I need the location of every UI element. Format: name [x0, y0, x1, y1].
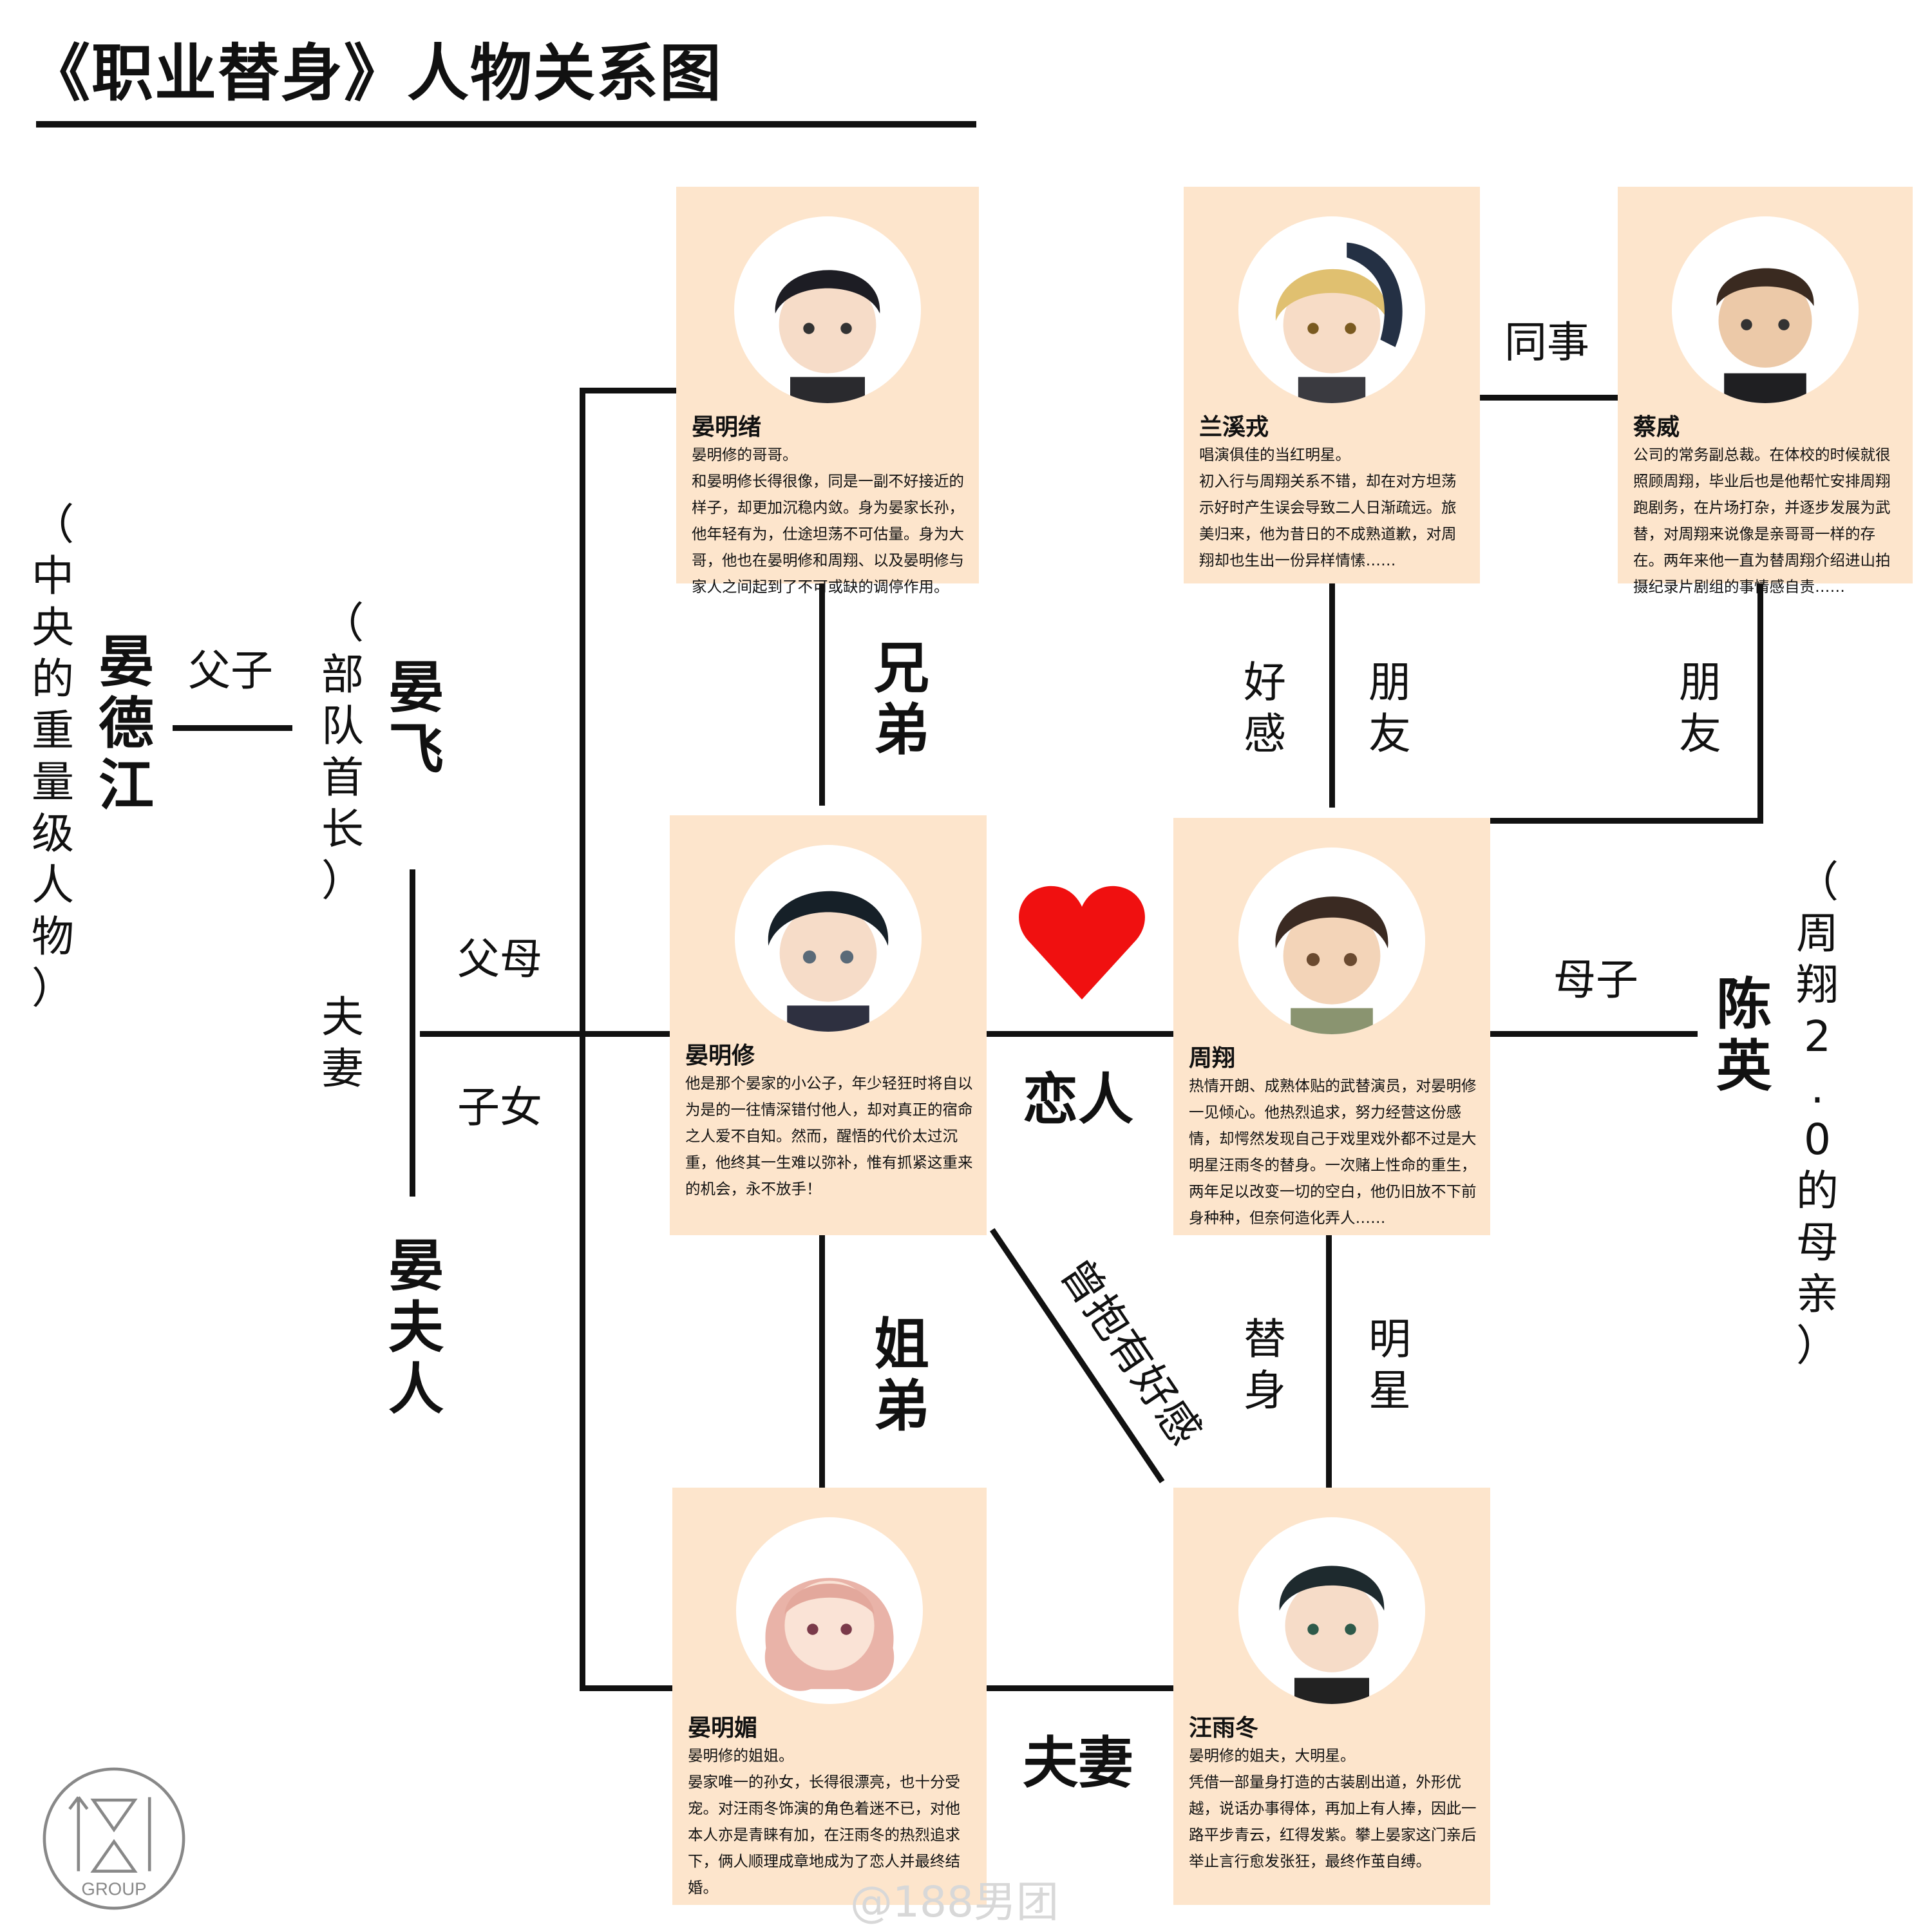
card-name: 晏明绪: [692, 414, 762, 440]
line-muzi: [1490, 1031, 1698, 1037]
line-jiedi: [819, 1235, 825, 1488]
card-name: 晏明媚: [688, 1715, 758, 1741]
card-name: 周翔: [1189, 1045, 1236, 1072]
card-description: 他是那个晏家的小公子，年少轻狂时将自以为是的一往情深错付他人，却对真正的宿命之人…: [685, 1074, 973, 1198]
rel-label-pengyou-cai: 朋友: [1679, 658, 1721, 759]
card-description: 公司的常务副总裁。在体校的时候就很照顾周翔，毕业后也是他帮忙安排周翔跑剧务，在片…: [1633, 446, 1891, 596]
card-yan-mingmei: 晏明媚 晏明修的姐姐。 晏家唯一的孙女，长得很漂亮，也十分受宠。对汪雨冬饰演的角…: [672, 1488, 987, 1905]
line-trunk-to-mingxu: [580, 388, 676, 393]
rel-label-haogan: 好感: [1244, 658, 1286, 759]
card-name: 蔡威: [1633, 414, 1680, 440]
line-xiongdi: [819, 583, 825, 806]
watermark: @188男团: [850, 1877, 1059, 1927]
card-description: 晏明修的哥哥。 和晏明修长得很像，同是一副不好接近的样子，却更加沉稳内敛。身为晏…: [692, 446, 964, 596]
avatar-yan-mingxu: [734, 216, 921, 403]
logo-text: GROUP: [81, 1879, 146, 1899]
line-lan-zhou: [1329, 583, 1335, 808]
line-dejiang-fei: [173, 725, 292, 731]
card-wang-yudong: 汪雨冬 晏明修的姐夫，大明星。 凭借一部量身打造的古装剧出道，外形优越，说话办事…: [1173, 1488, 1490, 1905]
rel-label-fuzi: 父子: [188, 646, 273, 696]
line-cai-vertical: [1757, 583, 1763, 823]
line-fuqi: [987, 1685, 1173, 1691]
rel-label-lianren: 恋人: [1023, 1068, 1133, 1132]
line-zhou-wang: [1326, 1235, 1332, 1488]
person-name-yanfuren: 晏夫人: [388, 1234, 444, 1422]
card-description: 热情开朗、成熟体贴的武替演员，对晏明修一见倾心。他热烈追求，努力经营这份感情，却…: [1189, 1077, 1477, 1227]
rel-label-fuqi: 夫妻: [1023, 1731, 1133, 1795]
rel-label-mingxing: 明星: [1368, 1314, 1411, 1416]
rel-label-muzi: 母子: [1553, 955, 1638, 1005]
card-yan-mingxu: 晏明绪 晏明修的哥哥。 和晏明修长得很像，同是一副不好接近的样子，却更加沉稳内敛…: [676, 187, 979, 596]
card-zhou-xiang: 周翔 热情开朗、成熟体贴的武替演员，对晏明修一见倾心。他热烈追求，努力经营这份感…: [1173, 818, 1490, 1235]
person-note-fei: （部队首长）: [321, 598, 364, 905]
card-lan-xixu: 兰溪戎 唱演俱佳的当红明星。 初入行与周翔关系不错，却在对方坦荡示好时产生误会导…: [1184, 187, 1480, 583]
card-description: 晏明修的姐姐。 晏家唯一的孙女，长得很漂亮，也十分受宠。对汪雨冬饰演的角色着迷不…: [688, 1747, 960, 1897]
heart-icon: [1019, 886, 1145, 999]
person-note-dejiang: （中央的重量级人物）: [32, 500, 74, 1013]
line-trunk: [580, 388, 585, 1691]
rel-label-fumu: 父母: [457, 934, 542, 984]
avatar-yan-mingmei: [736, 1517, 923, 1704]
avatar-yan-mingxiu: [735, 845, 922, 1032]
rel-label-pengyou-lan: 朋友: [1368, 658, 1411, 759]
person-name-chenying: 陈英: [1716, 972, 1772, 1099]
line-couple-to-trunk: [420, 1031, 581, 1037]
rel-label-jiedi: 姐弟: [874, 1312, 929, 1439]
card-description: 晏明修的姐夫，大明星。 凭借一部量身打造的古装剧出道，外形优越，说话办事得体，再…: [1189, 1747, 1477, 1870]
line-trunk-to-mingxiu: [580, 1031, 670, 1037]
rel-label-tishen: 替身: [1244, 1314, 1286, 1416]
line-trunk-to-mingmei: [580, 1685, 676, 1691]
group-logo: GROUP: [43, 1767, 185, 1910]
card-name: 汪雨冬: [1189, 1715, 1259, 1741]
line-couple-vertical: [410, 869, 415, 1197]
card-yan-mingxiu: 晏明修 他是那个晏家的小公子，年少轻狂时将自以为是的一往情深错付他人，却对真正的…: [670, 815, 987, 1235]
line-cai-horizontal: [1490, 818, 1763, 824]
line-lianren: [987, 1031, 1173, 1037]
person-name-fei: 晏飞: [388, 656, 444, 782]
rel-label-tongshi: 同事: [1504, 317, 1589, 367]
rel-label-zinv: 子女: [457, 1083, 542, 1132]
card-cai-wei: 蔡威 公司的常务副总裁。在体校的时候就很照顾周翔，毕业后也是他帮忙安排周翔跑剧务…: [1618, 187, 1913, 596]
page-title: 《职业替身》人物关系图: [28, 37, 723, 109]
avatar-zhou-xiang: [1238, 848, 1425, 1034]
avatar-lan-xixu: [1238, 216, 1425, 403]
line-tongshi: [1480, 395, 1618, 401]
rel-label-xiongdi: 兄弟: [874, 636, 929, 762]
rel-label-fuqi-left: 夫妻: [321, 992, 364, 1094]
person-name-dejiang: 晏德江: [99, 630, 154, 818]
card-name: 兰溪戎: [1199, 414, 1269, 440]
card-description: 唱演俱佳的当红明星。 初入行与周翔关系不错，却在对方坦荡示好时产生误会导致二人日…: [1199, 446, 1457, 569]
avatar-wang-yudong: [1238, 1517, 1425, 1704]
card-name: 晏明修: [685, 1043, 755, 1069]
title-underline: [36, 121, 976, 128]
avatar-cai-wei: [1672, 216, 1859, 403]
